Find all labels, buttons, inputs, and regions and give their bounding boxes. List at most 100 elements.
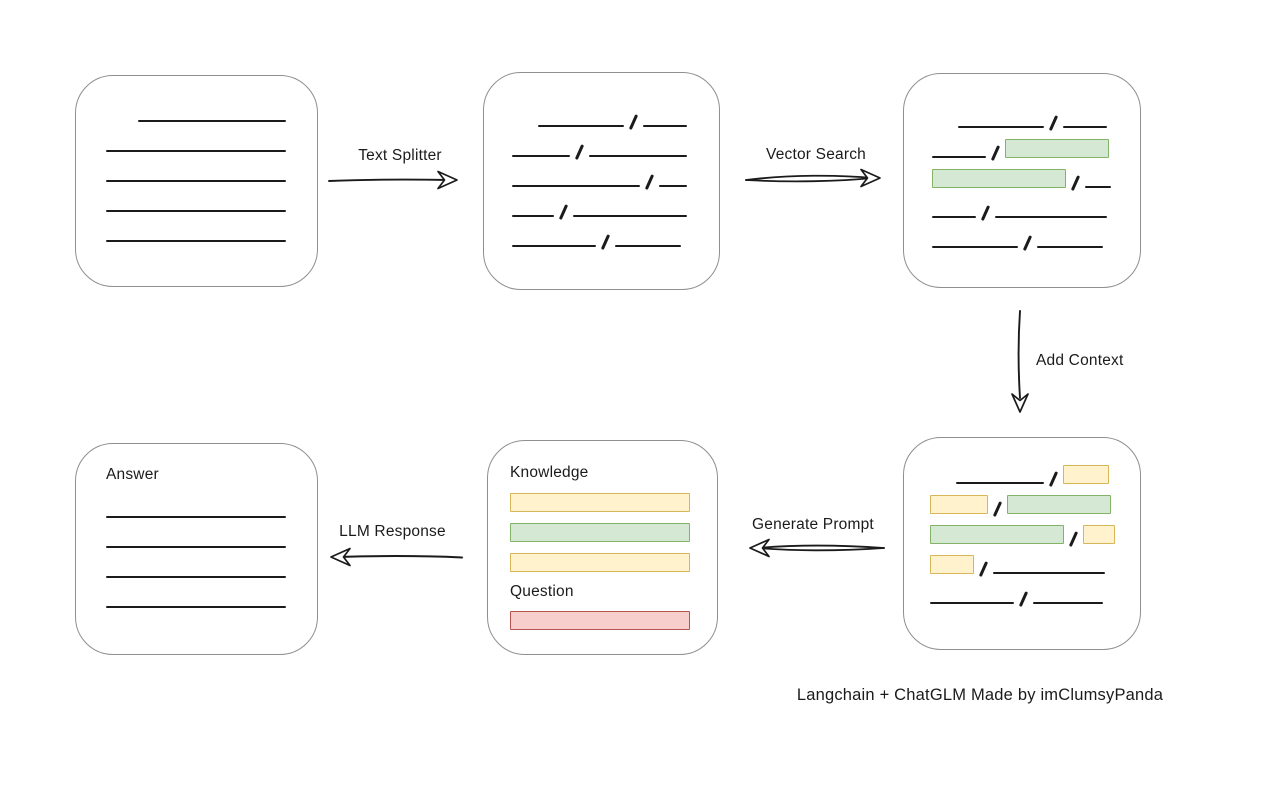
slash-separator-icon	[644, 174, 654, 190]
text-line-segment	[572, 215, 687, 217]
chunk-row	[106, 528, 286, 548]
yellow-chunk-highlight	[510, 553, 690, 572]
slash-separator-icon	[978, 561, 988, 577]
split-chunks-lines	[484, 73, 719, 257]
yellow-chunk-highlight	[930, 495, 988, 514]
text-splitter-arrow-icon	[328, 170, 458, 190]
text-line-segment	[138, 120, 286, 122]
indent-gap	[512, 125, 538, 127]
green-chunk-highlight	[1004, 139, 1109, 158]
context-chunks-lines	[904, 438, 1140, 614]
chunk-row	[510, 523, 690, 542]
text-line-segment	[614, 245, 681, 247]
chunk-row	[512, 197, 687, 220]
slash-separator-icon	[1068, 531, 1078, 547]
chunk-row	[106, 102, 286, 122]
vector-search-arrow-icon	[745, 168, 881, 188]
yellow-chunk-highlight	[1062, 465, 1109, 484]
slash-separator-icon	[574, 144, 584, 160]
red-chunk-highlight	[510, 611, 690, 630]
chunk-row	[930, 554, 1105, 577]
text-line-segment	[1032, 602, 1103, 604]
text-line-segment	[642, 125, 687, 127]
text-line-segment	[658, 185, 687, 187]
text-line-segment	[930, 602, 1014, 604]
chunk-row	[930, 524, 1115, 547]
chunk-row	[106, 588, 286, 608]
chunk-row	[510, 611, 690, 630]
slash-separator-icon	[1018, 591, 1028, 607]
text-line-segment	[932, 216, 976, 218]
yellow-chunk-highlight	[510, 493, 690, 512]
text-splitter-label: Text Splitter	[358, 147, 442, 164]
green-chunk-highlight	[930, 525, 1064, 544]
yellow-chunk-highlight	[1082, 525, 1115, 544]
text-line-segment	[1062, 126, 1107, 128]
context-chunks-node	[903, 437, 1141, 650]
text-line-segment	[932, 156, 986, 158]
text-line-segment	[106, 210, 286, 212]
chunk-row	[106, 192, 286, 212]
text-line-segment	[588, 155, 687, 157]
chunk-row	[106, 222, 286, 242]
answer-label: Answer	[106, 466, 159, 483]
slash-separator-icon	[558, 204, 568, 220]
chunk-row	[510, 553, 690, 572]
text-line-segment	[106, 516, 286, 518]
indent-gap	[106, 120, 138, 122]
chunk-row	[512, 107, 687, 130]
text-line-segment	[958, 126, 1044, 128]
text-line-segment	[106, 606, 286, 608]
text-line-segment	[106, 576, 286, 578]
vector-matched-lines	[904, 74, 1140, 258]
answer-lines	[76, 484, 317, 618]
text-line-segment	[512, 185, 640, 187]
llm-response-label: LLM Response	[339, 523, 446, 540]
knowledge-label: Knowledge	[510, 464, 589, 481]
chunk-row	[106, 498, 286, 518]
slash-separator-icon	[628, 114, 638, 130]
slash-separator-icon	[1070, 175, 1080, 191]
add-context-arrow-icon	[1011, 310, 1029, 413]
text-line-segment	[956, 482, 1044, 484]
chunk-row	[932, 198, 1107, 221]
vector-search-label: Vector Search	[766, 146, 866, 163]
answer-node: Answer	[75, 443, 318, 655]
green-chunk-highlight	[1006, 495, 1111, 514]
slash-separator-icon	[600, 234, 610, 250]
indent-gap	[932, 126, 958, 128]
slash-separator-icon	[1022, 235, 1032, 251]
llm-response-arrow-icon	[330, 547, 463, 567]
chunk-row	[106, 558, 286, 578]
chunk-row	[510, 493, 690, 512]
chunk-row	[930, 494, 1111, 517]
split-chunks-node	[483, 72, 720, 290]
text-line-segment	[992, 572, 1105, 574]
text-line-segment	[994, 216, 1107, 218]
slash-separator-icon	[1048, 471, 1058, 487]
text-line-segment	[512, 155, 570, 157]
document-lines	[76, 76, 317, 252]
chunk-row	[932, 138, 1109, 161]
chunk-row	[512, 227, 681, 250]
chunk-row	[930, 584, 1103, 607]
knowledge-bars	[488, 482, 717, 583]
slash-separator-icon	[980, 205, 990, 221]
chunk-row	[512, 137, 687, 160]
text-line-segment	[106, 180, 286, 182]
text-line-segment	[1084, 186, 1111, 188]
chunk-row	[932, 228, 1103, 251]
add-context-label: Add Context	[1036, 352, 1124, 369]
vector-matched-node	[903, 73, 1141, 288]
text-line-segment	[538, 125, 624, 127]
generate-prompt-arrow-icon	[749, 538, 885, 558]
green-chunk-highlight	[510, 523, 690, 542]
text-line-segment	[106, 546, 286, 548]
chunk-row	[932, 168, 1111, 191]
text-line-segment	[512, 215, 554, 217]
question-bar	[488, 601, 717, 641]
chunk-row	[930, 464, 1109, 487]
prompt-node: Knowledge Question	[487, 440, 718, 655]
document-node	[75, 75, 318, 287]
text-line-segment	[1036, 246, 1103, 248]
